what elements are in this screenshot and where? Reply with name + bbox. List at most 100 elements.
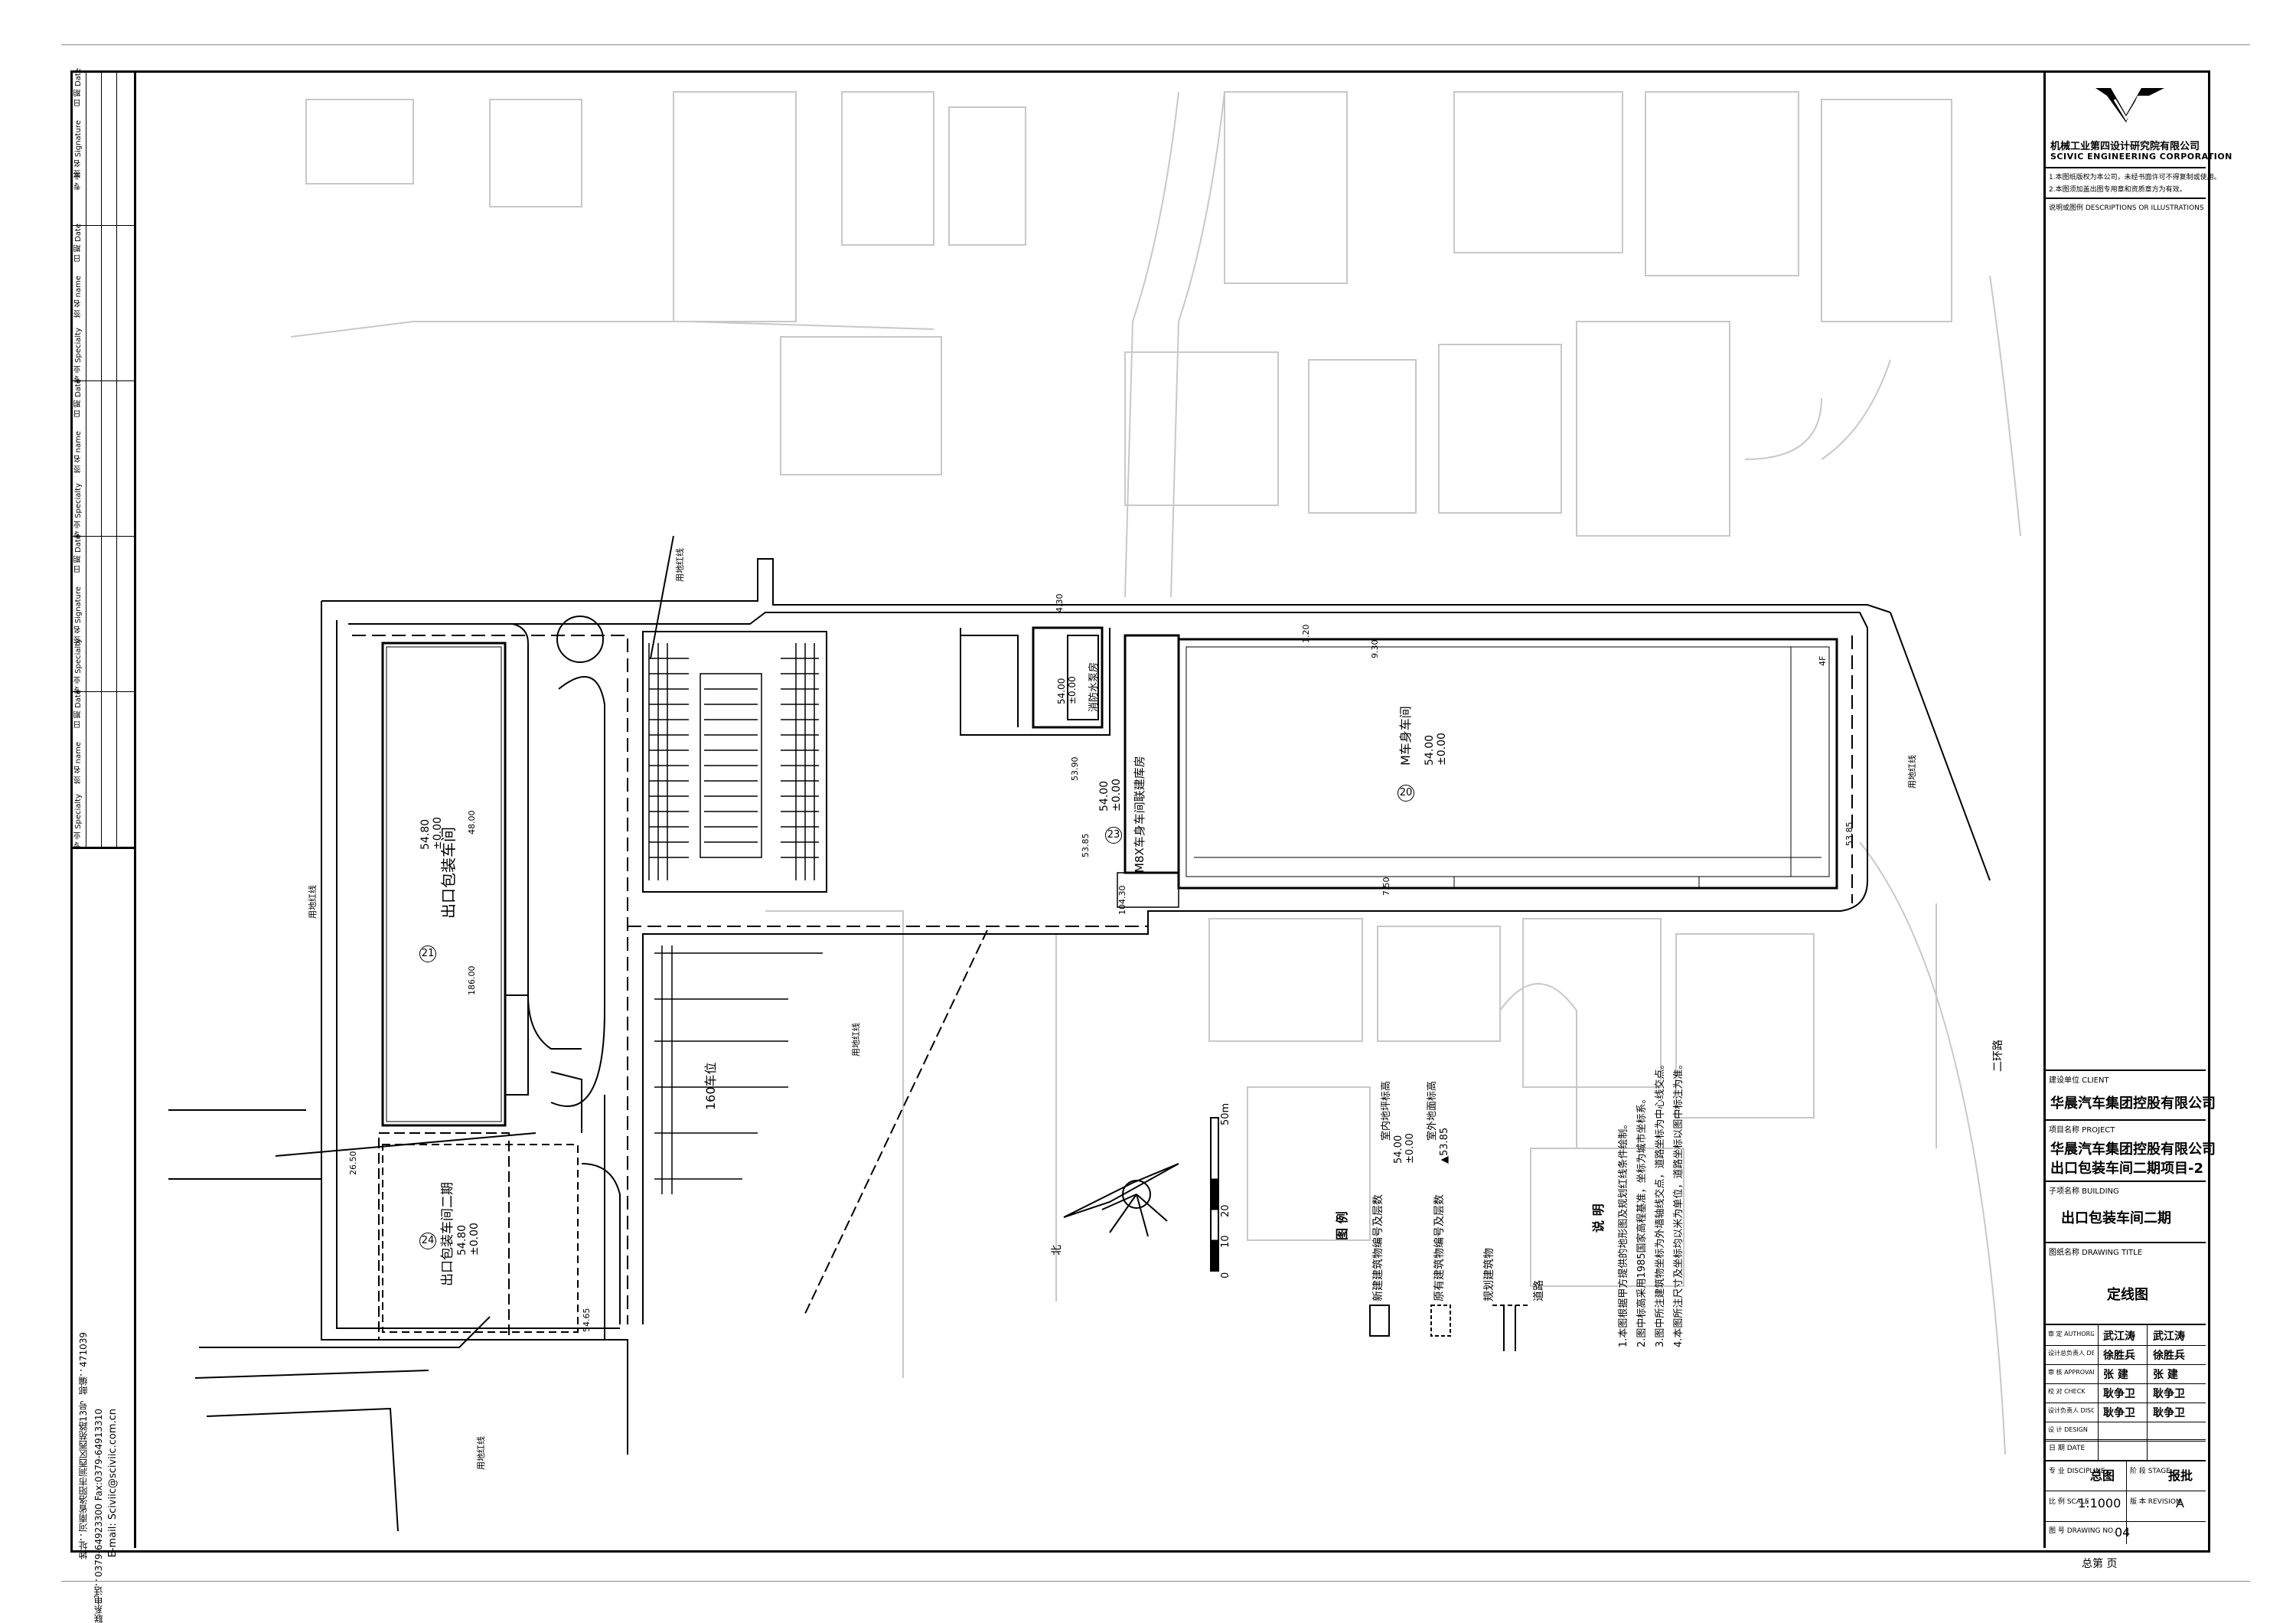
building-24-no: 24 xyxy=(419,1233,436,1249)
note-line: 2.图中标高采用1985国家高程基准，坐标为城市坐标系。 xyxy=(1636,1093,1648,1348)
company-name-cn: 机械工业第四设计研究院有限公司 xyxy=(2050,141,2200,152)
company-logo xyxy=(2095,88,2164,122)
legend-value-1: 54.00 ±0.00 xyxy=(1393,1133,1416,1164)
building-name: 出口包装车间二期 xyxy=(2061,1210,2171,1226)
sign-col-line xyxy=(101,537,102,691)
notes-divider xyxy=(2046,198,2206,199)
sign-col-line xyxy=(101,70,102,225)
legend-item-3: 规划建筑物 xyxy=(1483,1248,1495,1301)
legend-symbols xyxy=(1369,1305,1531,1351)
legend-item-1: 新建建筑物编号及层数 xyxy=(1372,1194,1384,1301)
phone-text: 联系电话：0379-64923300 Fax:0379-64913310 xyxy=(93,1409,104,1623)
sign-cell-label: 签 名 name xyxy=(74,431,83,473)
sign-cell-label: 签 名 name xyxy=(74,742,83,784)
building-23-no: 23 xyxy=(1105,827,1122,844)
building-label: 子项名称 BUILDING xyxy=(2049,1187,2119,1196)
note-1: 1.本图纸版权为本公司，未经书面许可不得复制或使用。 xyxy=(2049,174,2221,181)
left-strip-sign-block xyxy=(70,70,136,849)
red-line-label-2: 用地红线 xyxy=(308,885,318,919)
revision-label: 版 本 REVISION xyxy=(2130,1498,2181,1506)
discipline-label: 专 业 DISCIPLINE xyxy=(2049,1468,2105,1475)
sign-col-line xyxy=(101,692,102,847)
building-20 xyxy=(1177,638,1838,890)
sign-cell-label: 日 期 Date xyxy=(74,224,83,263)
sign-cell-label: 专 业 Specialty xyxy=(74,483,83,539)
signature-role: 设 计 DESIGN xyxy=(2048,1426,2088,1433)
scale-label: 比 例 SCALE xyxy=(2049,1498,2089,1506)
dwgno-divider xyxy=(2046,1521,2206,1522)
sign-cell-label: 签 名 Signature xyxy=(74,120,83,178)
postcode-text: 邮编：471039 xyxy=(78,1332,89,1395)
dimension-label: 9.30 xyxy=(1370,639,1380,659)
red-line-label-5: 用地红线 xyxy=(1907,755,1917,789)
dimension-label: 53.85 xyxy=(1081,833,1091,858)
sign-col-line xyxy=(116,70,117,225)
signature-name-b: 徐胜兵 xyxy=(2153,1350,2185,1362)
sign-cell-label: 专 业 Specialty xyxy=(74,638,83,694)
signature-col-line xyxy=(2098,1324,2099,1460)
sign-cell-label: 签 名 name xyxy=(74,276,83,318)
sign-cell-label: 日 期 Date xyxy=(74,690,83,729)
sign-divider xyxy=(2046,1324,2206,1325)
disc-divider xyxy=(2046,1460,2206,1461)
legend-value-2: ▲53.85 xyxy=(1439,1127,1450,1164)
drawing-no-value: 04 xyxy=(2115,1525,2131,1540)
sign-cell-label: 日 期 Date xyxy=(74,534,83,573)
scale-bar xyxy=(1210,1117,1219,1272)
sign-col-line xyxy=(116,226,117,380)
logo-divider xyxy=(2046,167,2206,168)
pages-text: 总第 页 xyxy=(2082,1558,2118,1570)
sign-col-line xyxy=(116,692,117,847)
scale-value: 1:1000 xyxy=(2078,1496,2122,1510)
client-label: 建设单位 CLIENT xyxy=(2049,1076,2109,1085)
signature-row: 设计负责人 DISCIPLINE LEAD耿争卫耿争卫 xyxy=(2046,1403,2206,1422)
red-line-label-1: 用地红线 xyxy=(675,548,685,582)
note-2: 2.本图须加盖出图专用章和资质章方为有效。 xyxy=(2049,186,2187,194)
legend-note-2: 室外地面标高 xyxy=(1427,1080,1438,1141)
parking-north xyxy=(642,631,827,893)
building-20-name: M车身车间 xyxy=(1398,706,1413,766)
building-23-elev: 54.00 ±0.00 xyxy=(1098,779,1123,812)
dimension-label: 4.30 xyxy=(1055,593,1065,613)
dimension-label: 26.50 xyxy=(348,1151,358,1176)
legend-item-2: 原有建筑物编号及层数 xyxy=(1433,1194,1446,1301)
revision-value: A xyxy=(2176,1496,2184,1510)
signature-name-b: 武江涛 xyxy=(2153,1331,2185,1343)
pump-house-name: 消防水泵房 xyxy=(1088,661,1100,712)
legend-title: 图 例 xyxy=(1335,1211,1349,1240)
signature-role: 设计总负责人 DESIGN MANAGER xyxy=(2048,1350,2094,1357)
date-divider xyxy=(2046,1439,2206,1440)
building-20-elev: 54.00 ±0.00 xyxy=(1424,733,1448,766)
building-24-elev: 54.80 ±0.00 xyxy=(456,1223,481,1256)
site-plan xyxy=(168,91,2021,1532)
building-divider xyxy=(2046,1181,2206,1182)
sign-col-line xyxy=(116,381,117,536)
dimension-label: 1.20 xyxy=(1301,624,1311,644)
drawing-no-label: 图 号 DRAWING NO. xyxy=(2049,1527,2115,1535)
signature-role: 审 核 APPROVAL xyxy=(2048,1369,2094,1376)
context-lines xyxy=(290,91,2021,1455)
building-21-elev: 54.80 ±0.00 xyxy=(419,817,444,850)
roads-west xyxy=(512,616,621,1340)
date-label: 日 期 DATE xyxy=(2049,1445,2086,1452)
stage-label: 阶 段 STAGE xyxy=(2130,1468,2170,1475)
red-line-label-3: 用地红线 xyxy=(851,1023,861,1056)
scale-50: 50m xyxy=(1220,1102,1231,1125)
west-roads xyxy=(168,1109,491,1532)
sign-col-line xyxy=(101,381,102,536)
project-divider xyxy=(2046,1119,2206,1121)
pump-house-elev: 54.00 ±0.00 xyxy=(1056,676,1078,704)
signature-row: 设 计 DESIGN xyxy=(2046,1422,2206,1442)
signature-row: 审 定 AUTHORIZED武江涛武江涛 xyxy=(2046,1326,2206,1346)
drawing-title: 定线图 xyxy=(2107,1287,2148,1303)
dimension-label: 186.00 xyxy=(467,965,477,996)
east-red-line xyxy=(275,535,1991,1318)
scale-20: 20 xyxy=(1220,1204,1231,1217)
dimension-label: 54.65 xyxy=(582,1308,592,1333)
scale-0: 0 xyxy=(1220,1272,1231,1278)
signature-row: 设计总负责人 DESIGN MANAGER徐胜兵徐胜兵 xyxy=(2046,1345,2206,1365)
